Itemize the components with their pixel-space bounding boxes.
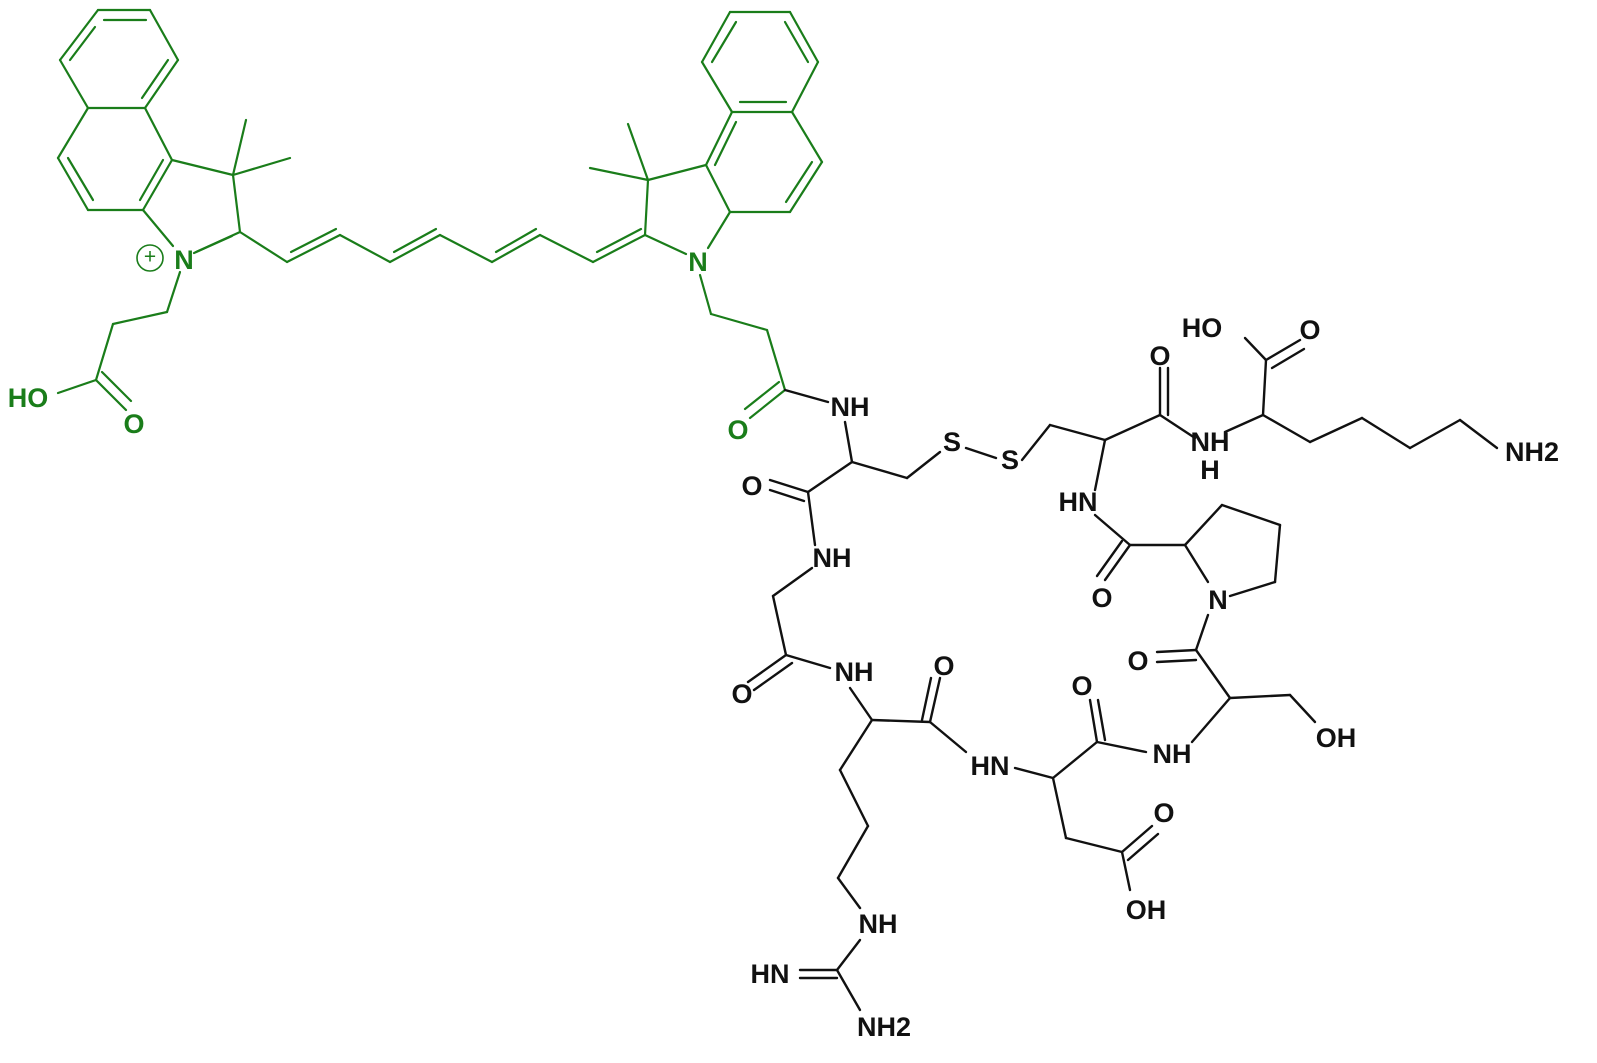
atom-asp-oh: OH (1126, 895, 1167, 925)
atom-o-pro: O (1091, 583, 1112, 613)
atom-hn-asp: HN (971, 751, 1010, 781)
atom-n-plus: N (174, 245, 194, 275)
atom-o-gly: O (731, 679, 752, 709)
atom-nh-guan: NH (859, 909, 898, 939)
atom-nh-gly: NH (813, 543, 852, 573)
cyanine-dye-bonds (56, 8, 824, 420)
atom-n-right: N (688, 247, 708, 277)
atom-o-asp: O (1071, 671, 1092, 701)
atom-nh-cys1: NH (831, 392, 870, 422)
atom-nh-lys: NH (1191, 427, 1230, 457)
atom-hn-guan: HN (751, 959, 790, 989)
atom-ho-lys: HO (1182, 313, 1223, 343)
atom-nh2-lys: NH2 (1505, 437, 1559, 467)
atom-labels: + N HO O N O NH S S O NH O NH O NH HN NH… (8, 244, 1559, 1042)
atom-o-ser: O (1127, 646, 1148, 676)
atom-ho-left: HO (8, 383, 49, 413)
cyclic-peptide-bonds (746, 336, 1499, 1012)
atom-o-cys2: O (1149, 341, 1170, 371)
atom-h-lys: H (1200, 455, 1220, 485)
atom-oh-ser: OH (1316, 723, 1357, 753)
charge-sign: + (144, 246, 156, 269)
atom-nh-arg: NH (835, 657, 874, 687)
atom-o-cys1: O (741, 471, 762, 501)
atom-s1: S (943, 427, 961, 457)
atom-s2: S (1001, 445, 1019, 475)
atom-o-arg: O (933, 651, 954, 681)
positive-charge-icon (136, 244, 164, 272)
atom-asp-o: O (1153, 798, 1174, 828)
atom-nh2-guan: NH2 (857, 1012, 911, 1042)
atom-hn-cys2: HN (1059, 487, 1098, 517)
atom-o-lys: O (1299, 315, 1320, 345)
atom-nh-ser: NH (1153, 739, 1192, 769)
atom-n-pro: N (1208, 585, 1228, 615)
atom-o-amide: O (727, 415, 748, 445)
atom-o-left: O (123, 409, 144, 439)
